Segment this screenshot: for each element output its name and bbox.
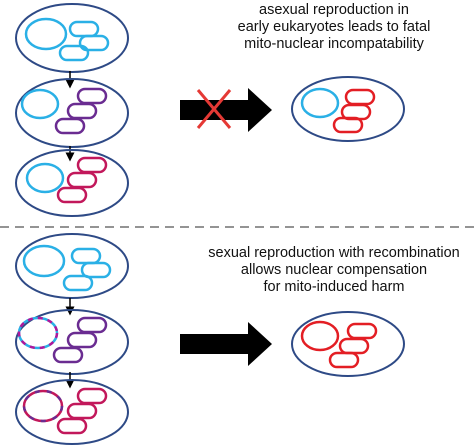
mitochondrion <box>338 337 370 355</box>
top-caption-line: asexual reproduction in <box>259 2 409 18</box>
mitochondrion <box>70 247 102 265</box>
mitochondrion <box>332 116 364 134</box>
nucleus <box>20 88 60 120</box>
nucleus <box>24 17 68 51</box>
mitochondrion <box>344 88 376 106</box>
mitochondrion <box>56 417 88 435</box>
mitochondrion <box>66 171 98 189</box>
top-result-cell <box>291 76 405 142</box>
bottom-caption-line: for mito-induced harm <box>263 279 405 295</box>
recombined-nucleus-dashes <box>17 316 59 350</box>
bottom-result-cell <box>291 311 405 377</box>
nucleus <box>25 162 65 194</box>
top-cell-1 <box>15 3 129 73</box>
mitochondrion <box>68 20 100 38</box>
mitochondrion <box>76 156 108 174</box>
mitochondrion <box>56 186 88 204</box>
mitochondrion <box>76 316 108 334</box>
top-cell-2 <box>15 78 129 148</box>
blocked-arrow-icon <box>180 88 272 132</box>
mitochondrion <box>66 102 98 120</box>
nucleus <box>300 320 340 352</box>
mitochondrion <box>346 322 378 340</box>
red-x-icon <box>196 89 232 129</box>
mitochondrion <box>328 351 360 369</box>
mitochondrion <box>58 44 90 62</box>
recombined-nucleus-dashes <box>22 389 64 423</box>
top-caption-line: early eukaryotes leads to fatal <box>237 19 431 35</box>
mitochondrion <box>78 34 110 52</box>
bottom-cell-3 <box>15 379 129 445</box>
mitochondrion <box>52 346 84 364</box>
mitochondrion <box>66 331 98 349</box>
bottom-cell-2 <box>15 309 129 375</box>
mitochondrion <box>66 402 98 420</box>
bottom-cell-1 <box>15 233 129 299</box>
mitochondrion <box>80 261 112 279</box>
bottom-caption-line: allows nuclear compensation <box>240 262 428 278</box>
mitochondrion <box>76 387 108 405</box>
mitochondrion <box>62 274 94 292</box>
top-caption-line: mito-nuclear incompatability <box>244 36 424 52</box>
nucleus <box>300 87 340 119</box>
mitochondrion <box>54 117 86 135</box>
top-cell-3 <box>15 149 129 217</box>
transition-arrow-icon <box>180 322 272 366</box>
mitochondrion <box>76 87 108 105</box>
bottom-caption: sexual reproduction with recombination a… <box>196 245 472 296</box>
nucleus <box>22 244 66 278</box>
top-caption: asexual reproduction in early eukaryotes… <box>196 2 472 53</box>
bottom-caption-line: sexual reproduction with recombination <box>208 245 460 261</box>
